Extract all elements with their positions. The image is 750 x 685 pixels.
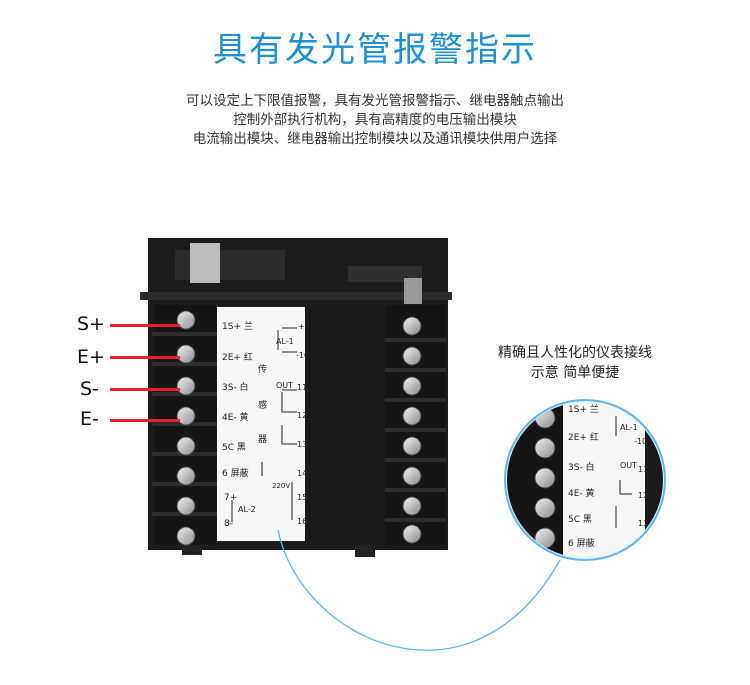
label-left-1: 1S+ 兰 <box>222 320 253 332</box>
label-right-10: -10 <box>296 351 309 360</box>
label-right-14: 14 <box>297 469 307 478</box>
label-right-16: 16 <box>297 517 307 526</box>
zoom-label-right-4: 13 <box>638 519 648 528</box>
label-right-9: +9 <box>298 322 310 331</box>
callout-line-1: 精确且人性化的仪表接线 <box>498 345 652 361</box>
description-line: 可以设定上下限值报警，具有发光管报警指示、继电器触点输出 <box>186 93 564 109</box>
page-title: 具有发光管报警指示 <box>213 30 537 70</box>
description-line: 控制外部执行机构，具有高精度的电压输出模块 <box>233 112 517 128</box>
label-vertical-2: 感 <box>258 399 267 411</box>
label-right-11: 11 <box>297 383 307 392</box>
label-left-4: 4E- 黄 <box>222 411 249 423</box>
wire-e-plus <box>110 356 180 359</box>
description-line: 电流输出模块、继电器输出控制模块以及通讯模块供用户选择 <box>192 131 558 147</box>
zoom-label-al1: AL-1 <box>620 423 638 432</box>
wire-e-minus <box>110 419 180 422</box>
terminal-label-e-minus: E- <box>80 408 99 430</box>
description: 可以设定上下限值报警，具有发光管报警指示、继电器触点输出 控制外部执行机构，具有… <box>0 92 750 149</box>
callout-line-2: 示意 简单便捷 <box>530 365 620 381</box>
wire-s-plus <box>110 324 180 327</box>
label-power: 220V <box>272 482 290 490</box>
zoom-label-out: OUT <box>620 461 637 470</box>
label-left-7: 7+ <box>224 493 237 503</box>
label-out: OUT <box>276 381 293 390</box>
callout-line <box>277 529 561 651</box>
terminal-label-s-plus: S+ <box>77 313 105 335</box>
label-vertical-3: 器 <box>258 434 267 445</box>
mount-bracket <box>190 243 220 283</box>
label-right-13: 13 <box>297 440 307 449</box>
label-right-12: 12 <box>297 411 307 420</box>
label-right-15: 15 <box>297 493 307 502</box>
zoom-label-1: 1S+ 兰 <box>568 403 599 415</box>
zoom-label-2: 2E+ 红 <box>568 431 599 443</box>
zoom-label-right-2: 11 <box>638 465 648 474</box>
zoom-label-5: 5C 黑 <box>568 514 592 525</box>
label-left-2: 2E+ 红 <box>222 351 253 363</box>
zoom-label-3: 3S- 白 <box>568 461 595 473</box>
terminal-label-e-plus: E+ <box>77 346 105 368</box>
label-vertical-1: 传 <box>258 363 267 375</box>
zoom-label-right-1: -10 <box>634 437 647 446</box>
mount-clip <box>404 278 422 304</box>
wire-s-minus <box>110 388 180 391</box>
zoom-label-right-3: 12 <box>638 491 648 500</box>
callout-text: 精确且人性化的仪表接线 示意 简单便捷 <box>470 343 680 383</box>
label-left-5: 5C 黑 <box>222 442 246 453</box>
left-terminal-block <box>152 305 218 546</box>
label-left-6: 6 屏蔽 <box>222 467 249 479</box>
zoom-label-4: 4E- 黄 <box>568 487 595 499</box>
zoom-label-6: 6 屏蔽 <box>568 537 595 549</box>
label-left-3: 3S- 白 <box>222 381 249 393</box>
terminal-label-s-minus: S- <box>80 378 99 400</box>
label-al2: AL-2 <box>238 505 256 514</box>
right-terminal-block <box>384 305 446 545</box>
label-left-8: 8- <box>224 519 233 529</box>
label-al1: AL-1 <box>276 337 294 346</box>
